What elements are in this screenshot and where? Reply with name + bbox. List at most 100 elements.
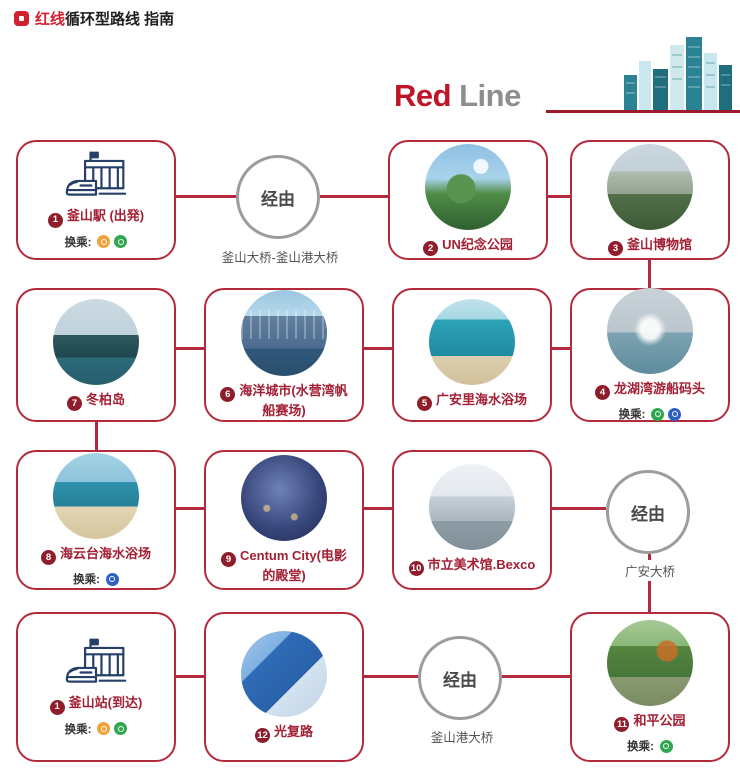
- transfer-line-blue-icon: [668, 407, 682, 421]
- transfer-label: 换乘:: [64, 236, 92, 249]
- stop-number-badge: 7: [66, 396, 82, 412]
- stop-number-badge: 6: [220, 386, 236, 402]
- connector-line: [648, 260, 651, 288]
- transfer-line-orange-icon: [97, 235, 111, 249]
- transfer-line-green-icon: [114, 235, 128, 249]
- stop-number-badge: 4: [594, 385, 610, 401]
- route-title-line: Line: [459, 78, 521, 113]
- photo-peace-park: [607, 619, 693, 706]
- transfer-line-green-icon: [114, 722, 128, 736]
- connector-line: [320, 195, 388, 198]
- stop-number-badge: 5: [416, 396, 432, 412]
- page-title: 循环型路线 指南: [65, 11, 175, 28]
- photo-gwangalli-beach: [429, 298, 515, 385]
- stop-number-badge: 11: [614, 717, 630, 733]
- stop-label-text: 釜山駅 (出発): [66, 208, 145, 224]
- photo-museum-of-art-bexco: [429, 463, 515, 550]
- transfer-line-green-icon: [659, 739, 673, 753]
- stop-label-text: UN纪念公园: [442, 236, 513, 252]
- page-header: 红线 循环型路线 指南: [14, 8, 174, 29]
- stop-label-text: Centum City(电影的殿堂): [240, 547, 347, 583]
- transfer-line-blue-icon: [105, 572, 119, 586]
- stop-label-text: 海云台海水浴场: [59, 545, 151, 561]
- transfer-label: 换乘:: [618, 409, 646, 422]
- train-station-icon: [65, 639, 127, 684]
- connector-line: [176, 195, 236, 198]
- transfer-label: 换乘:: [64, 723, 92, 736]
- connector-line: [548, 195, 570, 198]
- route-title-red: Red: [394, 78, 452, 113]
- stop-label-text: 釜山站(到达): [68, 695, 143, 711]
- connector-line: [176, 347, 204, 350]
- photo-haeundae-beach: [53, 452, 139, 539]
- train-station-icon: [65, 152, 127, 197]
- photo-centum-city: [241, 454, 327, 541]
- connector-line: [502, 675, 570, 678]
- connector-line: [364, 347, 392, 350]
- connector-line: [176, 507, 204, 510]
- stop-label-text: 冬柏岛: [85, 391, 125, 407]
- stop-number-badge: 1: [49, 699, 65, 715]
- route-bullet-icon: [14, 11, 29, 26]
- stop-label-text: 和平公园: [633, 712, 686, 728]
- transfer-row: 换乘:: [65, 234, 128, 250]
- photo-dongbaek-island: [53, 298, 139, 385]
- stop-label-text: 光复路: [273, 723, 313, 739]
- page-title-highlight: 红线: [35, 11, 66, 28]
- photo-un-memorial-park: [425, 143, 511, 230]
- transfer-row: 换乘:: [65, 721, 128, 737]
- photo-marine-city: [241, 289, 327, 376]
- stop-label-text: 广安里海水浴场: [435, 391, 527, 407]
- transfer-label: 换乘:: [73, 574, 100, 587]
- stop-number-badge: 12: [254, 728, 270, 744]
- via-caption-gwangandaegyo: 广安大桥: [588, 560, 712, 581]
- city-skyline-illustration: [624, 37, 732, 110]
- stop-label-text: 釜山博物馆: [626, 236, 692, 252]
- connector-line: [95, 422, 98, 450]
- transfer-line-green-icon: [651, 407, 665, 421]
- stop-label-text: 海洋城市(水营湾帆船赛场): [239, 382, 348, 418]
- transfer-line-orange-icon: [97, 722, 111, 736]
- stop-number-badge: 8: [40, 550, 56, 566]
- transfer-row: 换乘:: [627, 738, 673, 754]
- connector-line: [364, 675, 418, 678]
- via-node-gwangan-bridge: 经由: [606, 470, 690, 554]
- photo-busan-museum: [607, 143, 693, 230]
- stop-number-badge: 2: [423, 241, 439, 257]
- connector-line: [552, 347, 570, 350]
- transfer-row: 换乘:: [619, 406, 682, 422]
- connector-line: [176, 675, 204, 678]
- stop-number-badge: 9: [221, 551, 237, 567]
- via-node-bridges: 经由: [236, 155, 320, 239]
- connector-line: [648, 554, 651, 612]
- stop-number-badge: 3: [607, 241, 623, 257]
- transfer-row: 换乘:: [73, 571, 119, 587]
- photo-gwangbok-road: [241, 630, 327, 717]
- via-node-busan-harbor-bridge: 经由: [418, 636, 502, 720]
